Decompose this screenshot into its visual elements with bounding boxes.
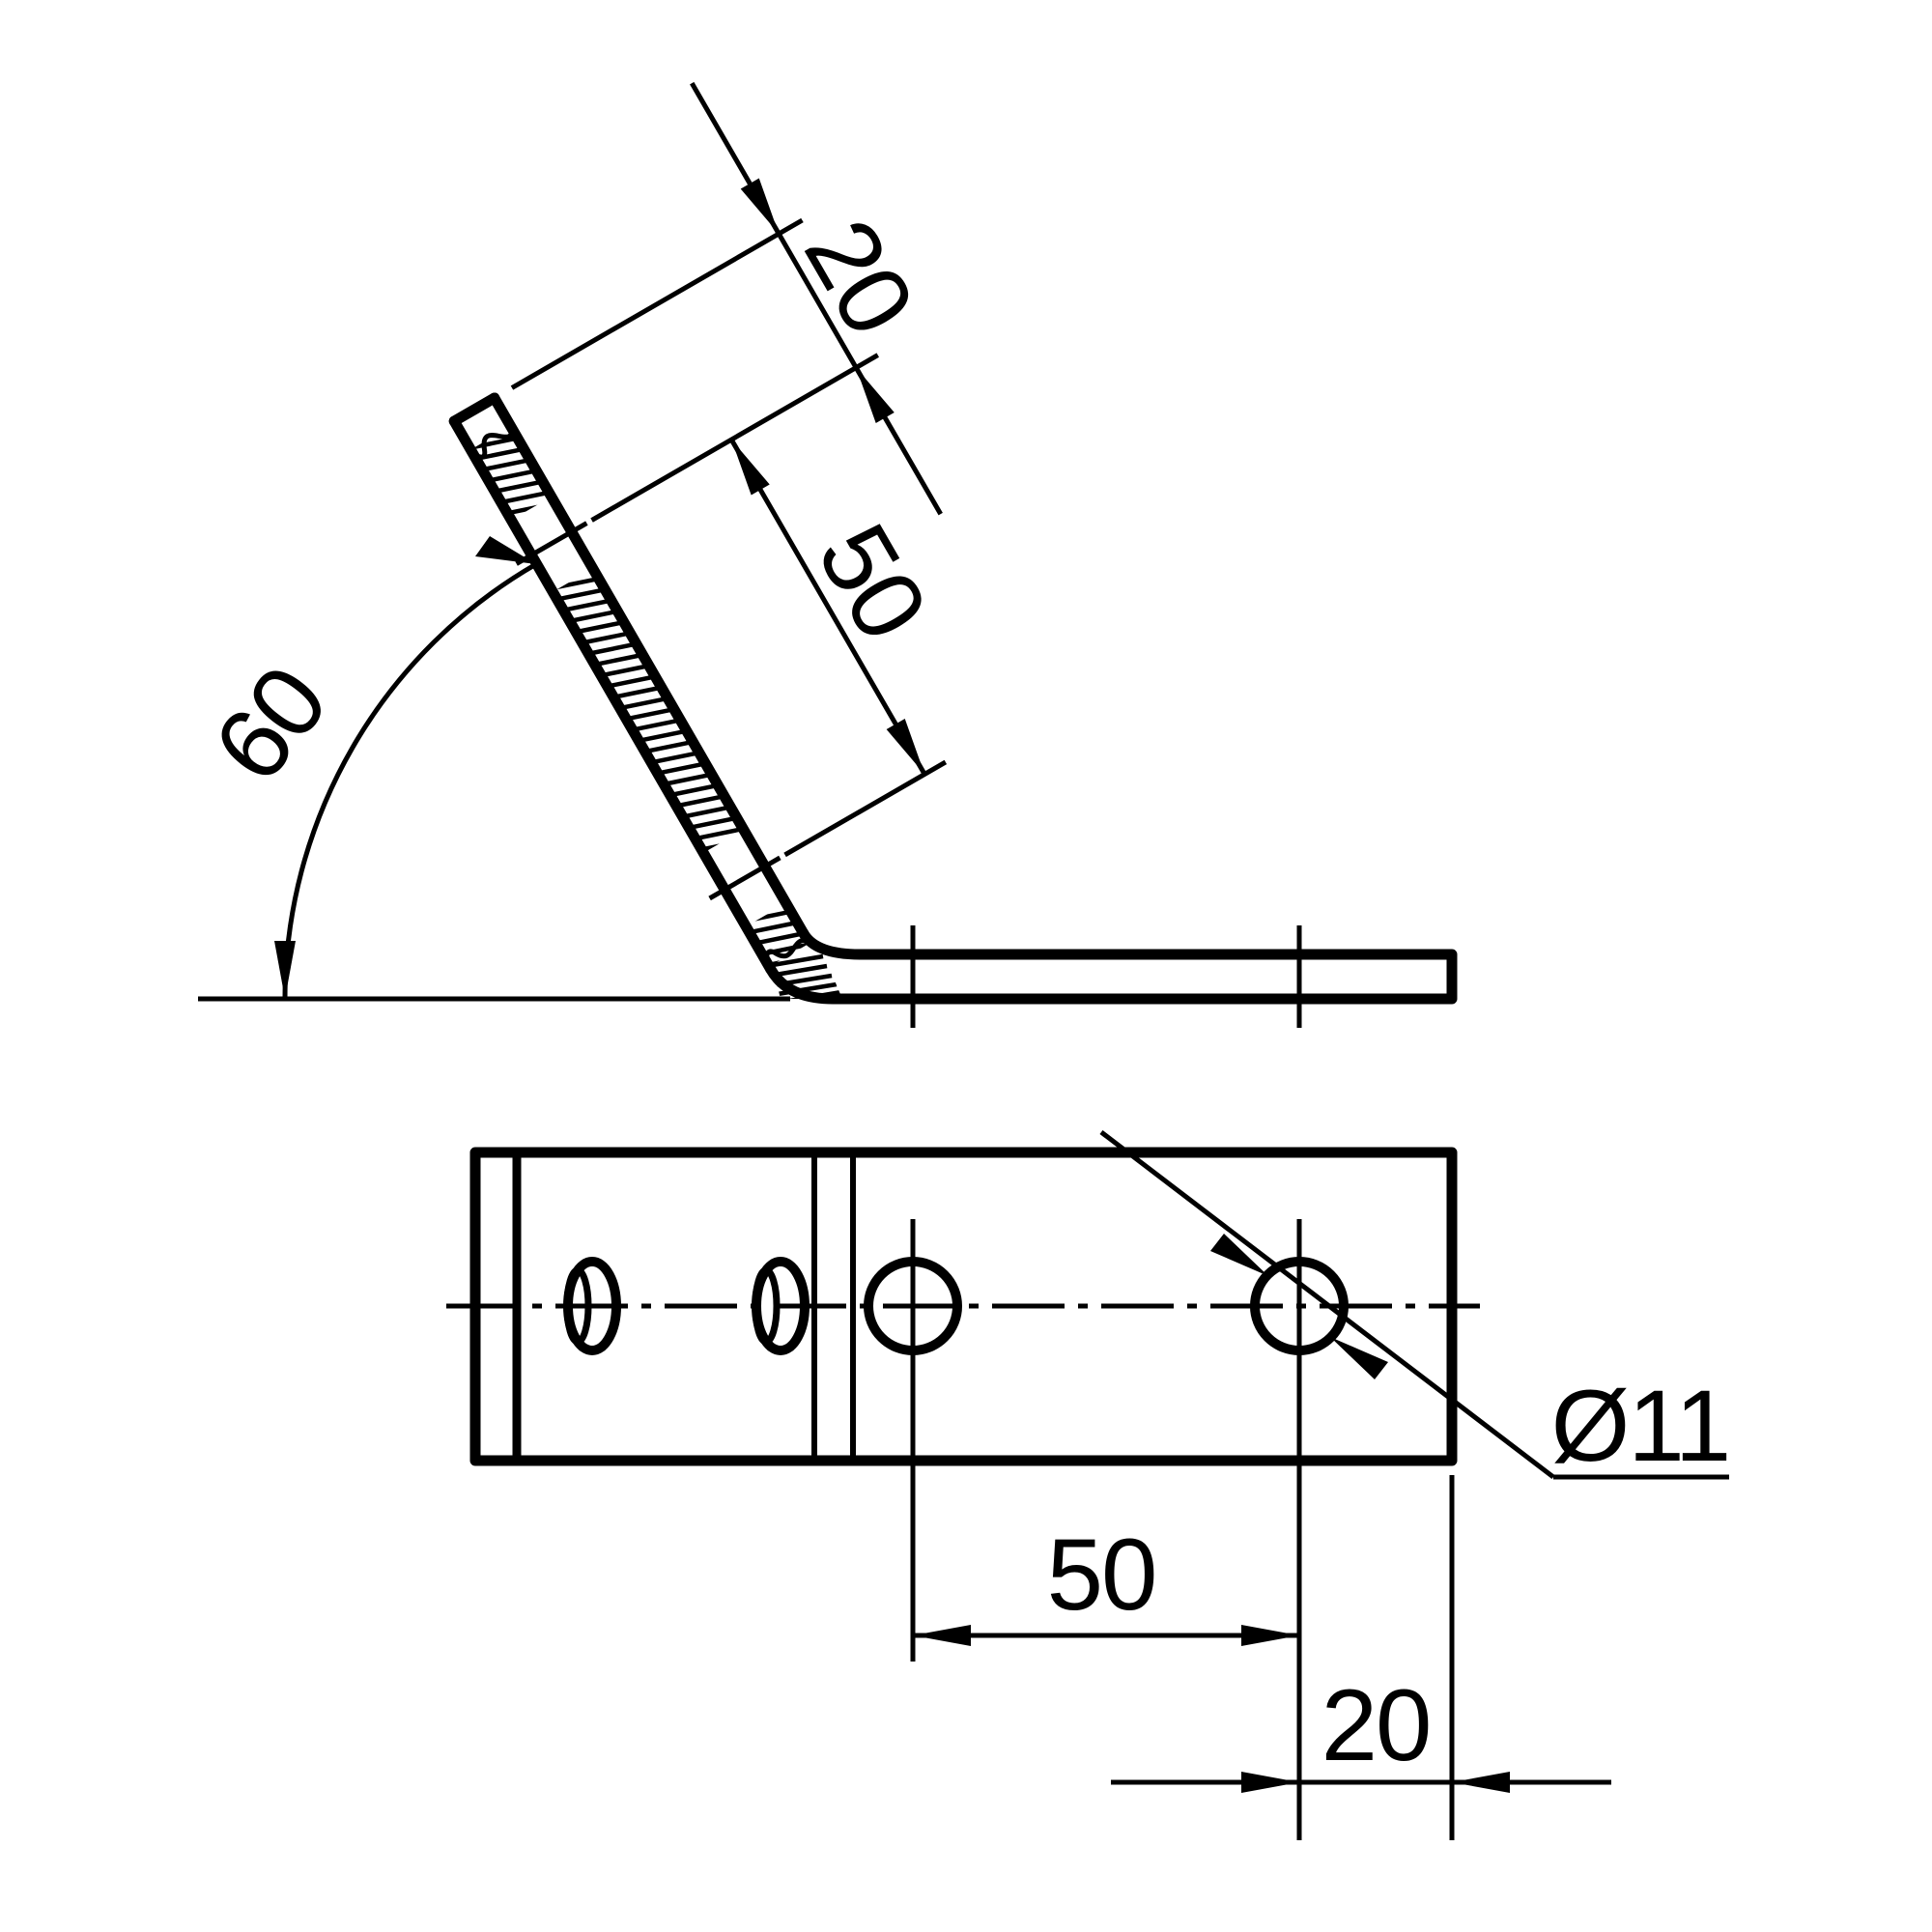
break-line-top: [470, 427, 516, 460]
end-face-extension-line: [510, 217, 804, 390]
bend-section-hatch: [771, 953, 842, 999]
arm-hole1-centerline: [515, 521, 588, 566]
plan-edge-offset-label: 20: [1321, 1669, 1431, 1782]
angle-dimension: 60: [192, 536, 538, 1000]
hole-diameter-label: Ø11: [1551, 1370, 1730, 1483]
side-view-horizontal-leg: [198, 925, 1458, 1028]
break-line-bottom: [763, 937, 810, 964]
top-view: Ø11 50 20: [446, 1130, 1731, 1840]
plan-hole-spacing-label: 50: [1047, 1519, 1156, 1632]
arm-hole-spacing-label: 50: [796, 506, 949, 657]
arm-hole-spacing-dimension: 50: [729, 438, 949, 776]
arm-hole2-centerline: [708, 855, 781, 901]
arm-hole1-extension-line: [590, 353, 879, 523]
plan-arm-holes: [563, 1257, 810, 1355]
arm-end-face: [448, 392, 500, 427]
hole-diameter-dimension: Ø11: [1099, 1130, 1731, 1483]
plan-hole-spacing-dimension: 50: [913, 1519, 1299, 1646]
angle-label: 60: [192, 647, 349, 803]
side-view: 50 20 60: [192, 81, 1458, 1028]
plan-edge-offset-dimension: 20: [1111, 1669, 1611, 1793]
arm-end-offset-label: 20: [782, 201, 935, 352]
arm-hole2-extension-line: [783, 759, 948, 858]
side-view-inclined-arm: 50 20: [448, 81, 949, 975]
arm-hatch-band-middle: [550, 576, 747, 853]
